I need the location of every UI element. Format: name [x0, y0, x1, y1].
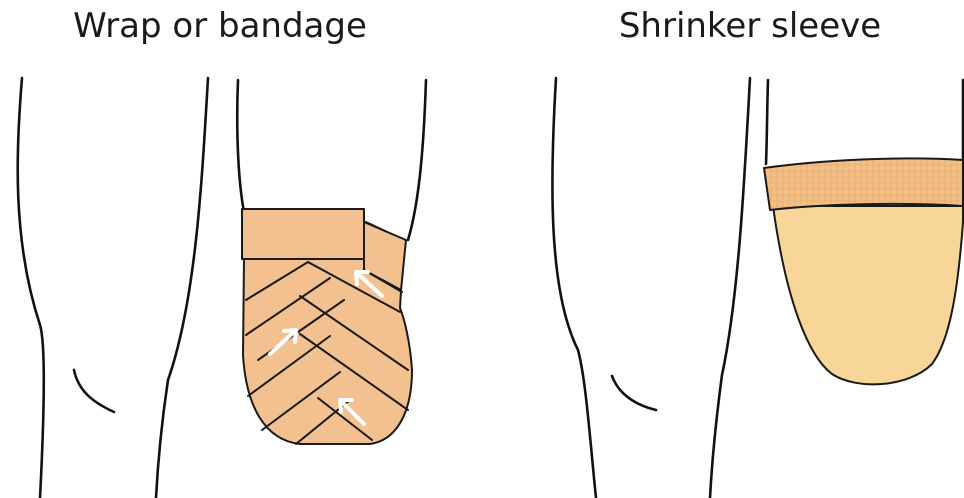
shrinker-sleeve-body — [773, 206, 963, 384]
shrinker-sleeve-top-band — [764, 158, 963, 210]
sleeved-residual-limb — [764, 80, 963, 384]
bandage-top-band — [242, 209, 364, 259]
wrapped-residual-limb — [237, 80, 426, 444]
right-leg-outer-line — [552, 78, 596, 498]
sleeve-limb-outer-line — [766, 80, 768, 164]
left-leg-inner-line — [156, 78, 208, 498]
left-leg-full — [18, 78, 208, 498]
right-leg-inner-line — [710, 78, 750, 498]
residual-limb-outer-line — [237, 80, 244, 212]
left-leg-outer-line — [18, 78, 44, 498]
right-leg-full — [552, 78, 750, 498]
residual-limb-inner-line — [408, 80, 426, 240]
left-knee-crease — [74, 370, 114, 412]
right-knee-crease — [612, 376, 656, 410]
